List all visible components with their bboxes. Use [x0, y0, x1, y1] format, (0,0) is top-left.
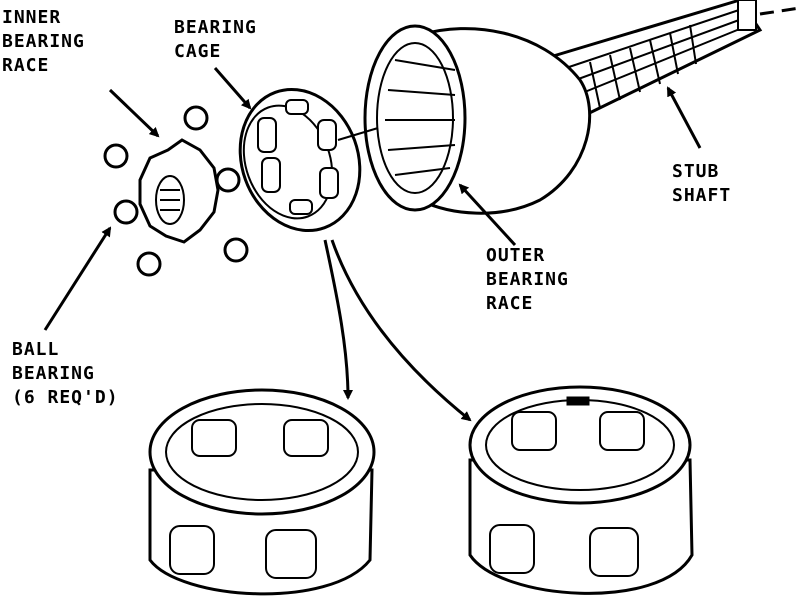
- label-line: RACE: [486, 293, 534, 314]
- ball-bearings: [103, 105, 249, 277]
- bearing-cage-detail-left: [148, 388, 376, 596]
- outer-bearing-race-housing: [363, 0, 800, 215]
- leader-arrows: [43, 67, 702, 422]
- label-line: BEARING: [2, 31, 85, 52]
- arrow-inner-race: [108, 88, 160, 138]
- arrow-ball-bearing: [43, 226, 112, 331]
- label-line: STUB: [672, 161, 720, 182]
- bearing-cage: [238, 87, 362, 233]
- label-inner-bearing-race: INNER BEARING RACE: [2, 6, 85, 78]
- label-line: BEARING: [174, 17, 257, 38]
- label-line: BEARING: [486, 269, 569, 290]
- inner-bearing-race: [138, 138, 220, 244]
- label-line: BALL: [12, 339, 60, 360]
- label-line: RACE: [2, 55, 50, 76]
- arrow-bearing-cage: [213, 67, 252, 110]
- label-line: (6 REQ'D): [12, 387, 119, 408]
- arrow-to-right-detail: [330, 239, 472, 422]
- arrow-stub-shaft: [666, 86, 702, 149]
- label-line: BEARING: [12, 363, 95, 384]
- label-line: CAGE: [174, 41, 222, 62]
- label-stub-shaft: STUB SHAFT: [672, 160, 731, 208]
- label-bearing-cage: BEARING CAGE: [174, 16, 257, 64]
- label-ball-bearing: BALL BEARING (6 REQ'D): [12, 338, 119, 410]
- label-line: OUTER: [486, 245, 546, 266]
- label-line: INNER: [2, 7, 62, 28]
- assembly-axis-line: [337, 127, 379, 141]
- label-outer-bearing-race: OUTER BEARING RACE: [486, 244, 569, 316]
- bearing-cage-detail-right: [468, 385, 694, 595]
- arrow-to-left-detail: [323, 239, 353, 400]
- arrow-outer-race: [458, 183, 517, 247]
- label-line: SHAFT: [672, 185, 732, 206]
